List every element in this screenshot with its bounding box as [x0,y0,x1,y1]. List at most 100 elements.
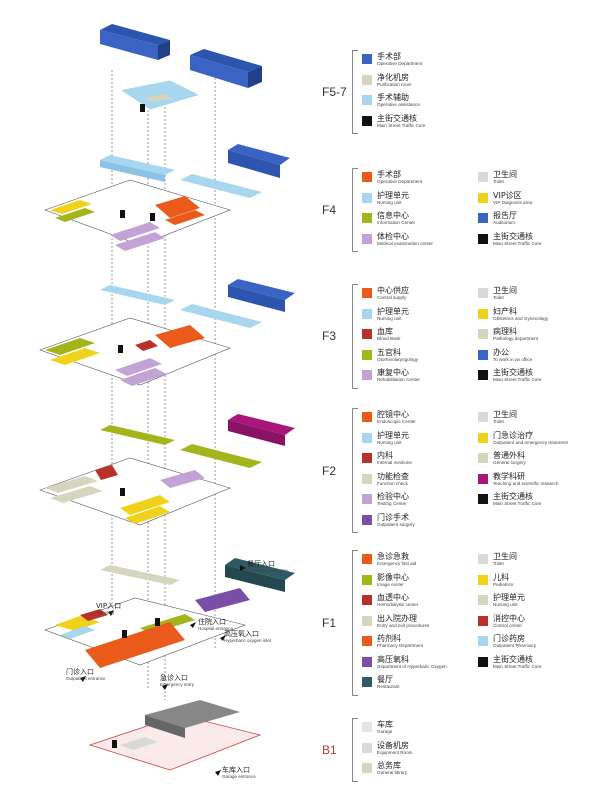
legend-swatch [478,453,488,463]
legend-swatch [362,595,372,605]
legend-label-en: Operative assistance [377,102,420,107]
legend-label-zh: 办公 [493,347,509,357]
legend-label-zh: 内科 [377,451,393,460]
legend-label-en: Garage [377,729,393,734]
legend-bracket [352,168,358,252]
legend-label-en: Otorhinolaryngology [377,356,419,362]
legend-label-en: Endoscopic Center [377,419,416,424]
legend-label-zh: 净化机房 [377,72,409,82]
legend-label-en: Central supply [377,295,407,300]
legend-swatch [478,473,488,484]
legend-label-en: Purification room [377,81,412,87]
legend-label-zh: 功能检查 [377,471,409,481]
legend-label-en: Department of Hyperbaric Oxygen [377,663,447,669]
legend-label-zh: 病理科 [493,327,517,336]
legend-label-zh: 护理单元 [377,190,409,200]
legend-label-zh: 体检中心 [377,231,409,241]
legend-label-en: Internal medicine [377,460,412,465]
legend-label-zh: 妇产科 [493,306,517,316]
legend-swatch [362,213,372,223]
legend-label-en: Restaurant [377,684,400,689]
legend-swatch [362,192,372,203]
legend-label-zh: 护理单元 [377,430,409,440]
legend-label-zh: 腔镜中心 [377,410,409,419]
legend-label-zh: 报告厅 [493,211,517,220]
legend-swatch [362,349,372,360]
legend-label-en: Obstetrics and Gynecology [493,315,549,321]
legend-bracket [352,408,358,533]
legend-label-zh: 五官科 [377,347,401,357]
legend-label-en: Nursing unit [377,439,402,445]
legend-label-en: Nursing unit [377,315,402,321]
legend-label-zh: 主街交通核 [377,113,417,123]
legend-label-en: Outpatient and emergency treatment [493,439,568,445]
legend-swatch [362,54,372,64]
legend-label-en: Operative Department [377,179,423,184]
entrance-arrows [80,565,246,776]
legend-label-en: Nursing unit [493,602,518,607]
legend-label-en: Information Center [377,220,416,225]
legend-swatch [362,574,372,585]
legend-label-en: Control center [493,622,522,628]
legend-label-en: To work in an office [493,356,533,362]
legend-label-zh: 儿科 [493,572,509,582]
legend-swatch [478,308,488,319]
legend-label-en: Main Street Traffic Core [377,122,426,128]
legend-swatch [478,595,488,605]
legend-swatch [478,172,488,182]
legend-label-zh: 出入院办理 [377,613,417,623]
legend-swatch [362,288,372,298]
legend-label-zh: 中心供应 [377,286,409,295]
legend-swatch [362,329,372,339]
legend-label-en: Emergency first aid [377,561,417,566]
legend-swatch [362,74,372,85]
legend-swatch [478,349,488,360]
legend-label-zh: 主街交通核 [493,231,533,241]
floor-label-f3: F3 [322,329,337,344]
legend-label-zh: 门诊手术 [377,512,409,522]
legend-label-en: Blood Bank [377,336,401,341]
legend-swatch [362,473,372,484]
legend-label-zh: 护理单元 [377,306,409,316]
axonometric-floor-stack [39,24,295,776]
legend-swatch [362,763,372,773]
floor-b1-drawing [88,700,262,771]
legend-bracket [352,50,358,134]
floor-f3-drawing [39,279,295,386]
legend-label-en: Main Street Traffic Core [493,240,542,246]
legend-label-zh: 门诊药房 [493,634,525,643]
legend-label-zh: 手术部 [377,170,401,179]
legend-label-en: Rehabilitation Center [377,377,420,382]
legend-label-zh: 主街交通核 [493,654,533,664]
legend-swatch [362,554,372,564]
legend-label-en: Testing Center [377,501,407,506]
legend-label-en: General library [377,770,408,775]
legend-swatch [362,172,372,182]
legend-swatch [478,233,488,244]
legend-swatch [362,115,372,126]
